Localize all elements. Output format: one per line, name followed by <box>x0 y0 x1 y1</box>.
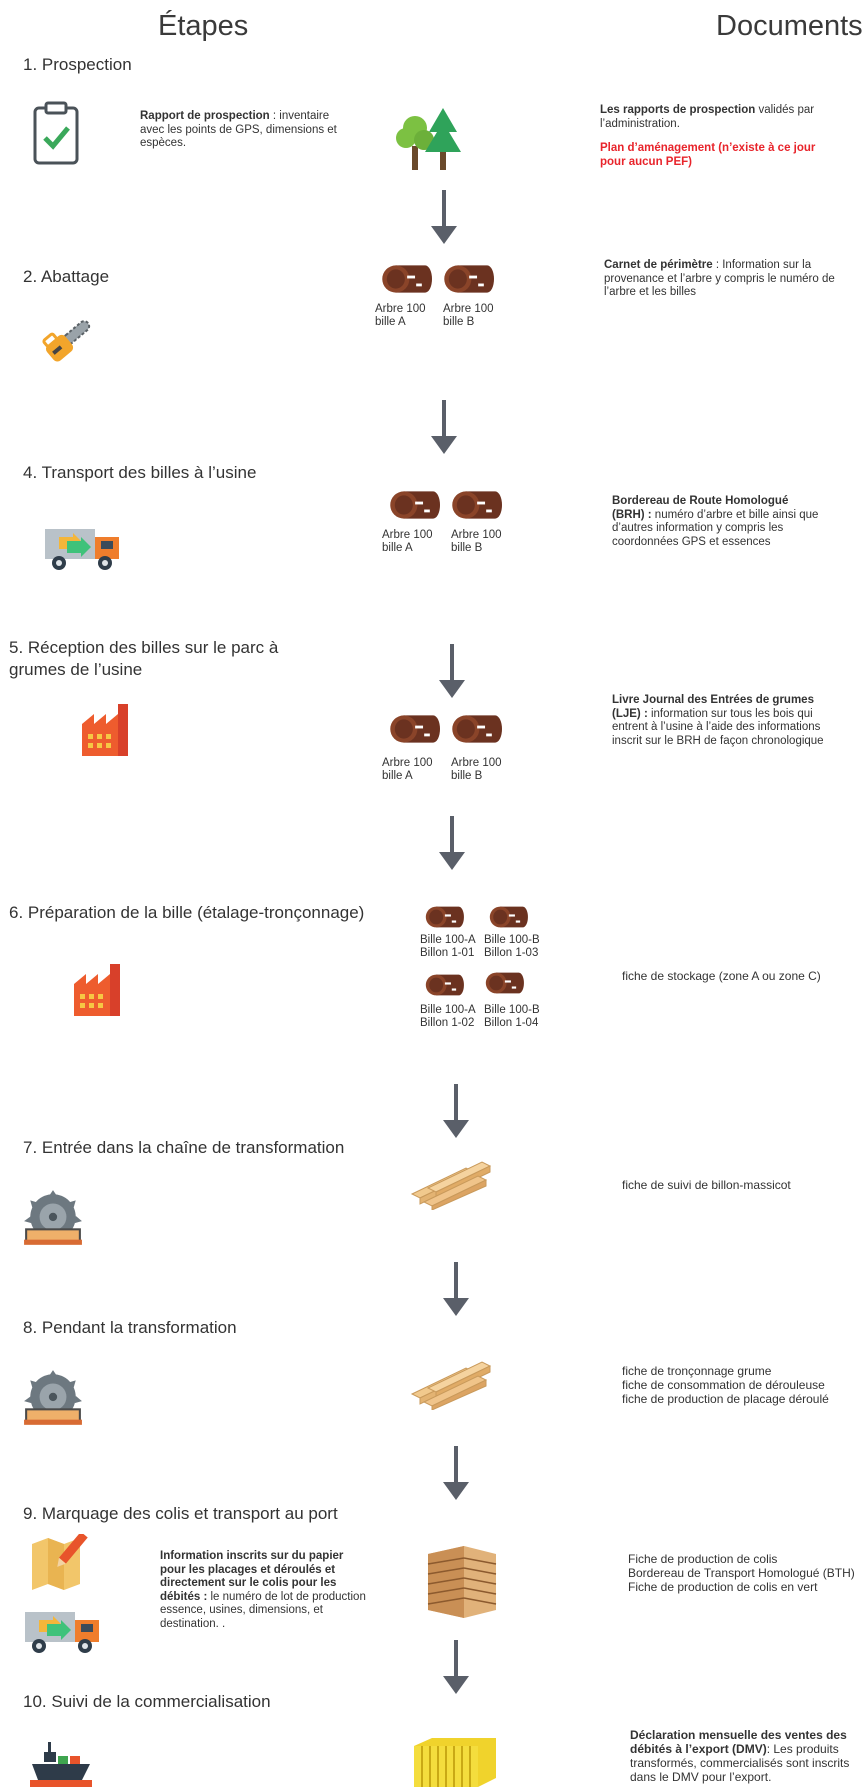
log-label: Arbre 100 bille B <box>451 757 502 782</box>
log-label: Arbre 100 bille B <box>443 303 494 328</box>
flow-arrow <box>441 1262 471 1316</box>
cargo-ship-icon <box>30 1742 92 1787</box>
log-label: Arbre 100 bille A <box>382 757 433 782</box>
log-icon <box>450 712 502 746</box>
step-title: 4. Transport des billes à l’usine <box>23 463 257 482</box>
step-title: 10. Suivi de la commercialisation <box>23 1692 271 1711</box>
wood-planks-icon <box>408 1160 498 1210</box>
lumber-stack-icon <box>427 1546 497 1618</box>
clipboard-check-icon <box>33 101 79 165</box>
log-label: Arbre 100 bille A <box>382 529 433 554</box>
log-label: Arbre 100 bille B <box>451 529 502 554</box>
marking-note: Information inscrits sur du papier pour … <box>160 1550 366 1630</box>
saw-blade-icon <box>22 1190 84 1248</box>
step-title: 6. Préparation de la bille (étalage-tron… <box>9 903 365 922</box>
log-icon <box>388 488 440 522</box>
steps-header: Étapes <box>158 10 249 42</box>
flow-arrow <box>429 400 459 454</box>
flow-arrow <box>441 1446 471 1500</box>
flow-arrow <box>437 644 467 698</box>
log-label: Arbre 100 bille A <box>375 303 426 328</box>
factory-icon <box>78 700 132 756</box>
doc-brh: Bordereau de Route Homologué (BRH) : num… <box>612 495 819 548</box>
log-icon <box>380 262 432 296</box>
doc-suivi-billon: fiche de suivi de billon-massicot <box>622 1178 791 1192</box>
map-pencil-icon <box>32 1534 88 1590</box>
billon-label: Bille 100-A Billon 1-01 <box>420 934 475 959</box>
trees-icon <box>396 108 461 170</box>
saw-blade-icon <box>22 1370 84 1428</box>
doc-prospection: Les rapports de prospection validés par … <box>600 104 815 130</box>
step-title: 5. Réception des billes sur le parc à gr… <box>9 638 279 679</box>
doc-carnet-perimetre: Carnet de périmètre : Information sur la… <box>604 259 835 298</box>
billon-icon <box>484 970 524 996</box>
billon-icon <box>488 904 528 930</box>
log-icon <box>450 488 502 522</box>
documents-header: Documents <box>716 10 863 42</box>
doc-stockage: fiche de stockage (zone A ou zone C) <box>622 969 821 983</box>
step-title: 9. Marquage des colis et transport au po… <box>23 1504 338 1523</box>
truck-icon <box>22 1606 104 1656</box>
step-title: 8. Pendant la transformation <box>23 1318 237 1337</box>
billon-icon <box>424 972 464 998</box>
doc-dmv: Déclaration mensuelle des ventes des déb… <box>630 1728 850 1784</box>
step-title: 1. Prospection <box>23 55 132 74</box>
wood-planks-icon <box>408 1360 498 1410</box>
factory-icon <box>70 960 124 1016</box>
truck-icon <box>42 523 124 573</box>
flow-arrow <box>429 190 459 244</box>
log-icon <box>442 262 494 296</box>
prospection-note: Rapport de prospection : inventaire avec… <box>140 110 337 149</box>
step-title: 2. Abattage <box>23 267 110 286</box>
billon-icon <box>424 904 464 930</box>
billon-label: Bille 100-B Billon 1-03 <box>484 934 540 959</box>
billon-label: Bille 100-B Billon 1-04 <box>484 1004 540 1029</box>
flow-arrow <box>437 816 467 870</box>
billon-label: Bille 100-A Billon 1-02 <box>420 1004 475 1029</box>
doc-lje: Livre Journal des Entrées de grumes (LJE… <box>612 694 824 747</box>
doc-amenagement-plan: Plan d’aménagement (n’existe à ce jour p… <box>600 142 816 168</box>
flow-arrow <box>441 1640 471 1694</box>
log-icon <box>388 712 440 746</box>
step-title: 7. Entrée dans la chaîne de transformati… <box>23 1138 345 1157</box>
chainsaw-icon <box>42 320 91 362</box>
flow-arrow <box>441 1084 471 1138</box>
shipping-container-icon <box>414 1738 496 1787</box>
